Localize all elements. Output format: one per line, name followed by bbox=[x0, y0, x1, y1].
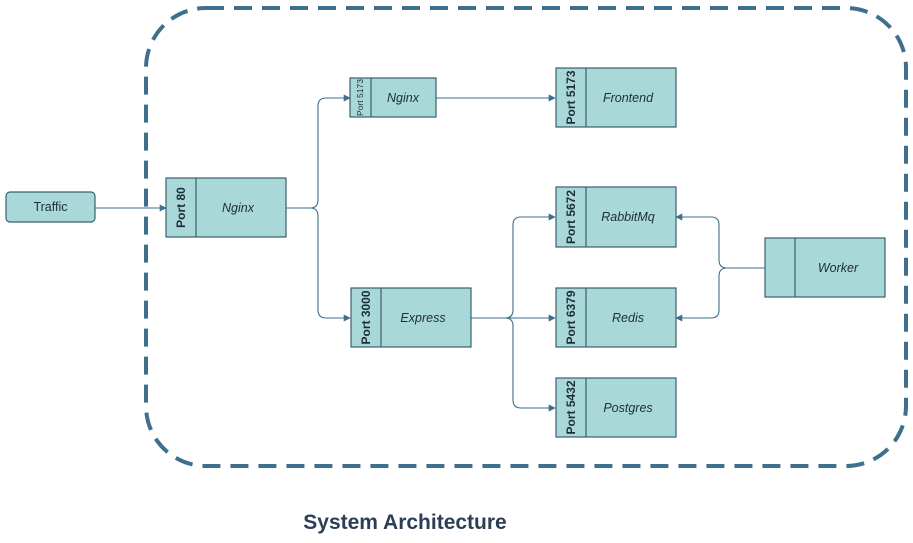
express-label: Express bbox=[400, 311, 445, 325]
node-worker[interactable]: Worker bbox=[764, 237, 886, 298]
edge-nginx-express bbox=[286, 207, 351, 322]
nginx-frontend-label: Nginx bbox=[387, 91, 420, 105]
node-redis[interactable]: Port 6379 Redis bbox=[555, 287, 677, 348]
redis-label: Redis bbox=[612, 311, 644, 325]
node-express[interactable]: Port 3000 Express bbox=[350, 287, 472, 348]
traffic-label: Traffic bbox=[33, 200, 67, 214]
edge-worker-redis bbox=[675, 267, 765, 322]
node-nginx-port-5173[interactable]: Port 5173 Nginx bbox=[349, 77, 437, 118]
postgres-port-label: Port 5432 bbox=[564, 380, 578, 434]
edge-express-postgres bbox=[471, 317, 556, 412]
system-boundary bbox=[144, 6, 908, 468]
edge-nginx-nginx5173 bbox=[286, 94, 351, 209]
frontend-label: Frontend bbox=[603, 91, 654, 105]
postgres-label: Postgres bbox=[603, 401, 652, 415]
frontend-port-label: Port 5173 bbox=[564, 70, 578, 124]
rabbitmq-label: RabbitMq bbox=[601, 210, 655, 224]
node-nginx-port-80[interactable]: Port 80 Nginx bbox=[165, 177, 287, 238]
redis-port-label: Port 6379 bbox=[564, 290, 578, 344]
node-traffic[interactable]: Traffic bbox=[5, 191, 96, 223]
rabbitmq-port-label: Port 5672 bbox=[564, 190, 578, 244]
edge-express-rabbitmq bbox=[471, 213, 556, 319]
nginx-frontend-port-label: Port 5173 bbox=[355, 79, 365, 116]
nginx-main-label: Nginx bbox=[222, 201, 255, 215]
node-frontend[interactable]: Port 5173 Frontend bbox=[555, 67, 677, 128]
node-postgres[interactable]: Port 5432 Postgres bbox=[555, 377, 677, 438]
nginx-main-port-label: Port 80 bbox=[174, 187, 188, 228]
node-rabbitmq[interactable]: Port 5672 RabbitMq bbox=[555, 186, 677, 248]
express-port-label: Port 3000 bbox=[359, 290, 373, 344]
diagram-title: System Architecture bbox=[303, 511, 506, 534]
edge-worker-rabbitmq bbox=[675, 213, 765, 269]
worker-label: Worker bbox=[818, 261, 859, 275]
